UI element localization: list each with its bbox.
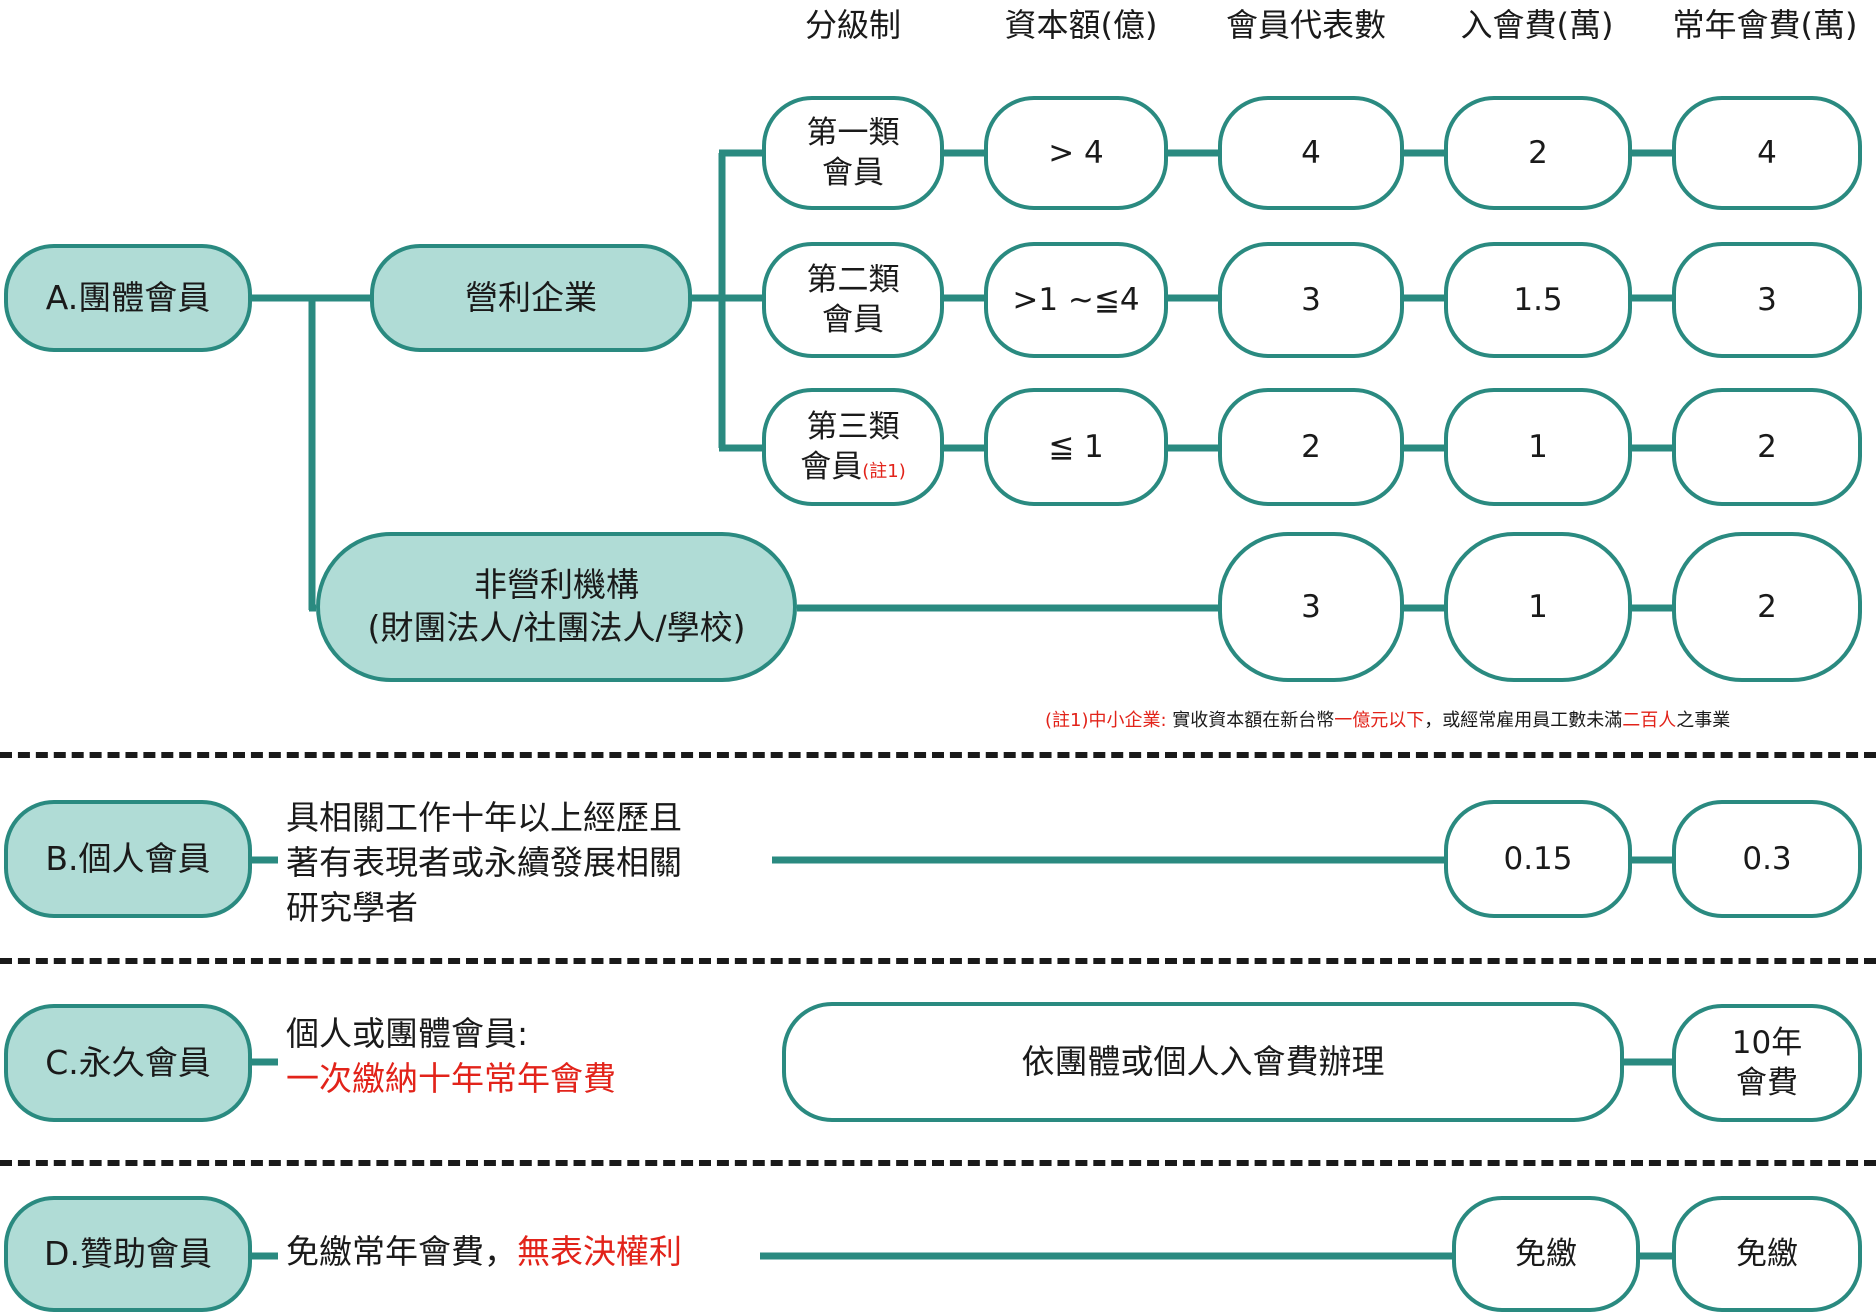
footnote-highlight-2: 二百人: [1622, 710, 1677, 731]
tier-1-line1: 第一類: [806, 114, 900, 151]
d-description-text: 免繳常年會費，: [286, 1232, 517, 1271]
tier-2-box: 第二類 會員: [762, 242, 944, 358]
tier-1-reps: 4: [1218, 96, 1404, 210]
non-profit-annual-fee: 2: [1672, 532, 1862, 682]
b-description: 具相關工作十年以上經歷且 著有表現者或永續發展相關 研究學者: [286, 796, 766, 931]
c-description-line1: 個人或團體會員:: [286, 1014, 529, 1053]
header-reps: 會員代表數: [1225, 6, 1386, 44]
category-d-sponsor: D.贊助會員: [4, 1196, 252, 1312]
tier-3-reps: 2: [1218, 388, 1404, 506]
tier-3-note-ref: (註1): [862, 461, 906, 482]
c-description: 個人或團體會員: 一次繳納十年常年會費: [286, 1012, 726, 1102]
header-tier: 分級制: [804, 6, 901, 44]
header-join-fee: 入會費(萬): [1460, 6, 1614, 44]
footnote-text-2: ，或經常雇用員工數未滿: [1424, 710, 1623, 731]
tier-1-join-fee: 2: [1444, 96, 1632, 210]
c-description-line2: 一次繳納十年常年會費: [286, 1058, 616, 1098]
tier-1-box: 第一類 會員: [762, 96, 944, 210]
header-capital: 資本額(億): [1004, 6, 1158, 44]
tier-1-line2: 會員: [822, 155, 884, 191]
d-description: 免繳常年會費，無表決權利: [286, 1230, 682, 1275]
section-divider-3: [0, 1160, 1876, 1166]
footnote-text-1: 實收資本額在新台幣: [1166, 710, 1335, 731]
tier-3-box: 第三類 會員(註1): [762, 388, 944, 506]
non-profit-join-fee: 1: [1444, 532, 1632, 682]
tier-3-line1: 第三類: [806, 408, 900, 445]
section-divider-1: [0, 752, 1876, 758]
section-divider-2: [0, 958, 1876, 964]
non-profit-reps: 3: [1218, 532, 1404, 682]
d-annual-fee: 免繳: [1672, 1196, 1862, 1312]
tier-2-reps: 3: [1218, 242, 1404, 358]
d-description-highlight: 無表決權利: [517, 1232, 682, 1271]
tier-2-annual-fee: 3: [1672, 242, 1862, 358]
c-annual-line2: 會費: [1736, 1065, 1798, 1101]
b-join-fee: 0.15: [1444, 800, 1632, 918]
footnote-ref: (註1)中小企業:: [1045, 710, 1167, 731]
tier-3-capital: ≦ 1: [984, 388, 1168, 506]
b-description-line2: 著有表現者或永續發展相關: [286, 842, 682, 882]
tier-2-capital: >1 ~≦4: [984, 242, 1168, 358]
tier-3-join-fee: 1: [1444, 388, 1632, 506]
c-annual-fee: 10年 會費: [1672, 1004, 1862, 1122]
tier-2-line1: 第二類: [806, 261, 900, 298]
footnote-sme: (註1)中小企業: 實收資本額在新台幣一億元以下，或經常雇用員工數未滿二百人之事…: [1045, 706, 1730, 732]
node-non-profit: 非營利機構 (財團法人/社團法人/學校): [316, 532, 797, 682]
b-description-line3: 研究學者: [286, 887, 418, 927]
tier-3-annual-fee: 2: [1672, 388, 1862, 506]
c-annual-line1: 10年: [1731, 1024, 1803, 1061]
tier-2-line2: 會員: [822, 302, 884, 338]
tier-1-annual-fee: 4: [1672, 96, 1862, 210]
footnote-highlight-1: 一億元以下: [1334, 710, 1425, 731]
category-c-permanent: C.永久會員: [4, 1004, 252, 1122]
tier-1-capital: > 4: [984, 96, 1168, 210]
c-join-fee: 依團體或個人入會費辦理: [782, 1002, 1624, 1122]
tier-2-join-fee: 1.5: [1444, 242, 1632, 358]
tier-3-line2-wrap: 會員(註1): [800, 447, 906, 487]
b-annual-fee: 0.3: [1672, 800, 1862, 918]
node-for-profit: 營利企業: [370, 244, 692, 352]
non-profit-title: 非營利機構: [474, 565, 639, 605]
header-annual-fee: 常年會費(萬): [1672, 6, 1858, 44]
b-description-line1: 具相關工作十年以上經歷且: [286, 798, 682, 837]
tier-3-line2: 會員: [800, 449, 863, 485]
non-profit-subtitle: (財團法人/社團法人/學校): [367, 608, 746, 647]
footnote-text-3: 之事業: [1676, 710, 1731, 731]
category-a-group: A.團體會員: [4, 244, 252, 352]
category-b-individual: B.個人會員: [4, 800, 252, 918]
d-join-fee: 免繳: [1452, 1196, 1640, 1312]
